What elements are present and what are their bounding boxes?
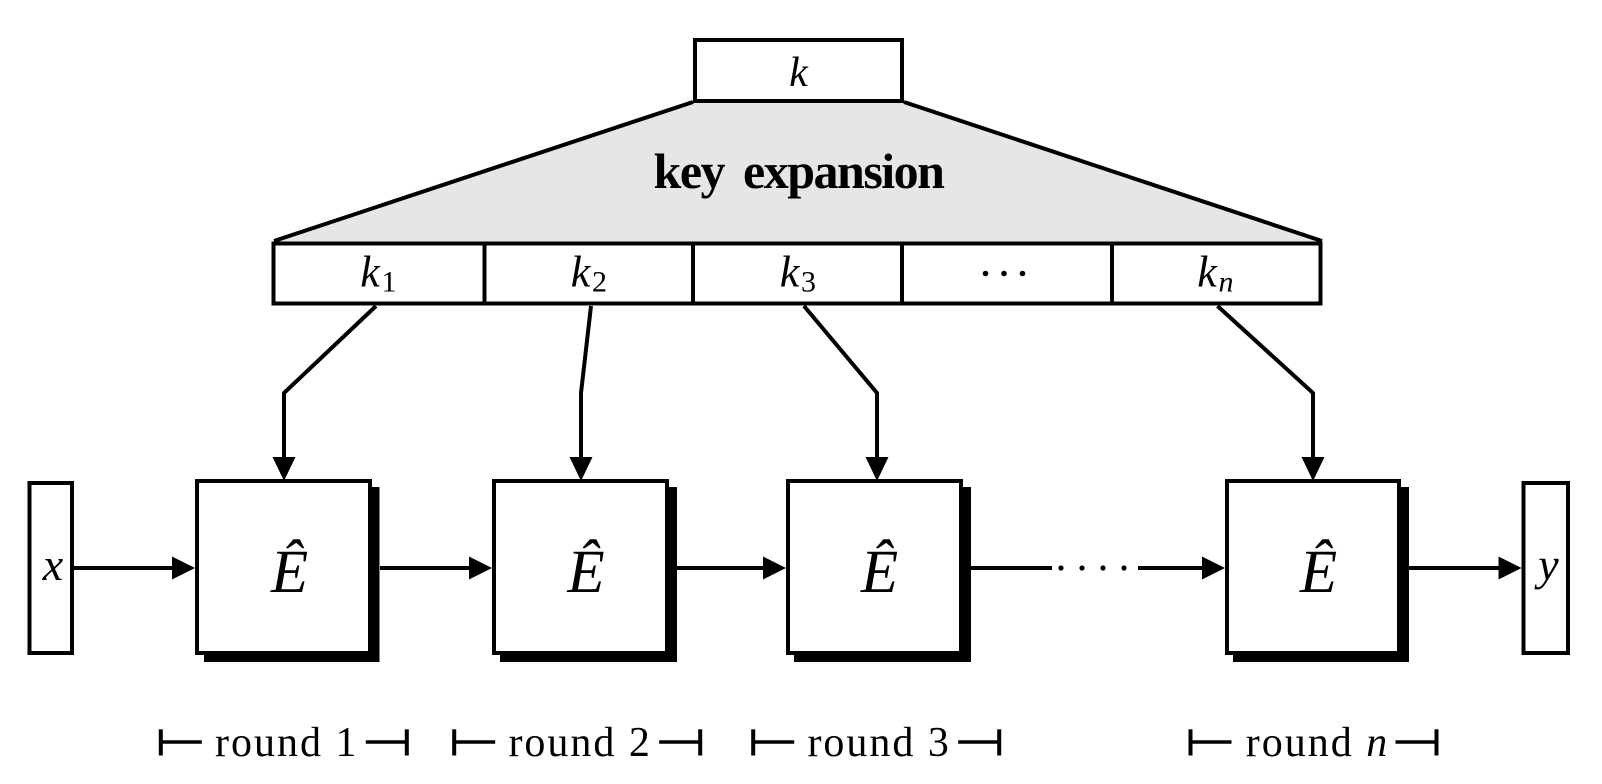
svg-text:y: y xyxy=(1534,539,1559,590)
svg-text:key expansion: key expansion xyxy=(654,143,946,199)
svg-text:2: 2 xyxy=(592,266,607,299)
svg-text:round 3: round 3 xyxy=(807,720,951,766)
svg-text:round n: round n xyxy=(1246,720,1388,766)
svg-text:1: 1 xyxy=(382,266,397,299)
svg-text:n: n xyxy=(1219,266,1234,299)
svg-text:k: k xyxy=(571,248,592,297)
svg-text:k: k xyxy=(780,248,801,297)
svg-text:k: k xyxy=(360,248,381,297)
svg-text:k: k xyxy=(1197,248,1218,297)
svg-text:3: 3 xyxy=(801,266,816,299)
svg-text:x: x xyxy=(42,539,64,590)
svg-text:Ê: Ê xyxy=(270,539,308,606)
svg-text:Ê: Ê xyxy=(1299,539,1337,606)
svg-text:round 2: round 2 xyxy=(508,720,652,766)
svg-text:k: k xyxy=(789,50,809,96)
svg-text:Ê: Ê xyxy=(566,539,604,606)
svg-text:round 1: round 1 xyxy=(215,720,359,766)
svg-text:Ê: Ê xyxy=(860,539,898,606)
